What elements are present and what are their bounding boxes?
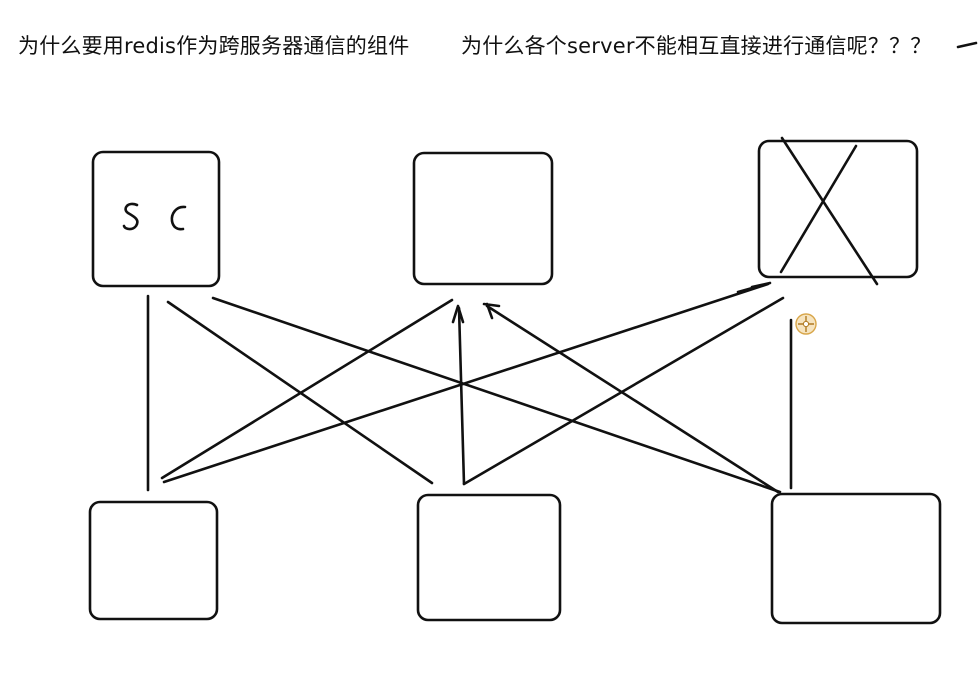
- server-box-top-middle: [412, 151, 554, 286]
- link-bottom-right-to-top-middle: [485, 304, 780, 494]
- link-bottom-left-to-top-right: [162, 282, 770, 484]
- cross-mark-stroke-2: [779, 144, 858, 274]
- server-box-bottom-middle: [416, 493, 562, 622]
- handwritten-letter-c: [170, 205, 187, 231]
- link-bottom-middle-to-top-middle: [457, 306, 466, 486]
- server-box-bottom-left: [88, 500, 219, 621]
- arrow-head-up-middle: [451, 304, 465, 324]
- page-title-left: 为什么要用redis作为跨服务器通信的组件: [18, 34, 410, 58]
- handwritten-letter-s: [122, 202, 139, 231]
- edge-stroke-mark: [956, 41, 978, 49]
- server-box-top-right: [757, 139, 919, 279]
- arrow-head-into-top-right: [736, 281, 772, 294]
- link-bottom-left-to-top-middle: [160, 298, 454, 480]
- pen-cursor-icon: [795, 313, 817, 335]
- server-box-top-left: [91, 150, 221, 288]
- arrow-head-into-top-middle: [482, 302, 501, 320]
- cross-mark-stroke-1: [780, 136, 879, 286]
- link-bottom-middle-to-top-right: [462, 296, 785, 486]
- link-top-left-to-bottom-right: [211, 296, 782, 494]
- server-box-bottom-right: [770, 492, 942, 625]
- page-title-right: 为什么各个server不能相互直接进行通信呢？？？: [461, 34, 932, 58]
